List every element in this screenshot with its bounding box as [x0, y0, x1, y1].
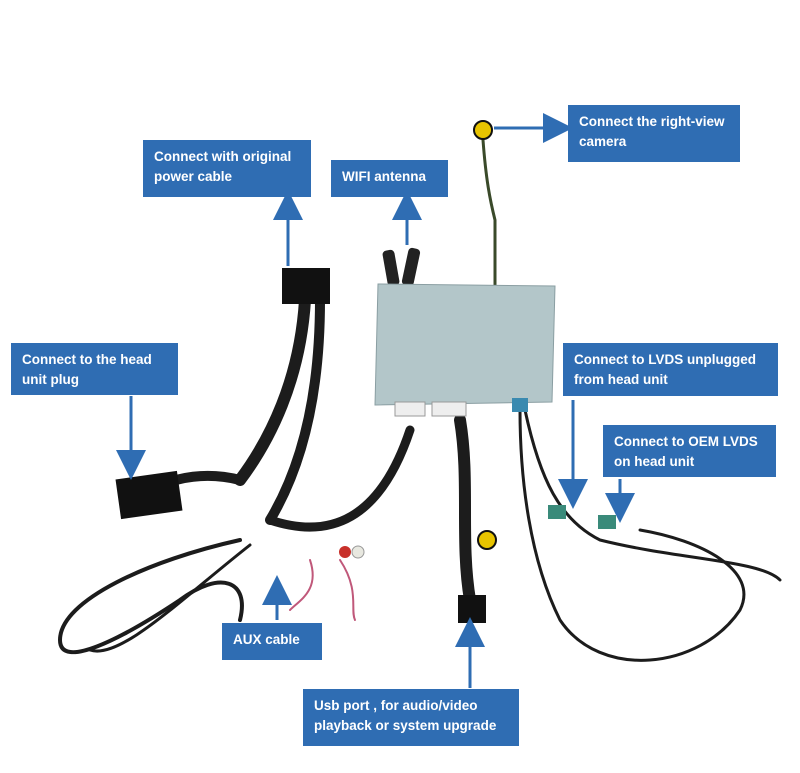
audio-rca-red [339, 546, 351, 558]
lvds-connector-1 [548, 505, 566, 519]
label-right-view-camera: Connect the right-view camera [568, 105, 740, 162]
label-wifi-antenna: WIFI antenna [331, 160, 448, 197]
power-connector [282, 268, 330, 304]
interface-module [374, 283, 556, 417]
usb-connector [458, 595, 486, 623]
label-lvds-unplugged: Connect to LVDS unplugged from head unit [563, 343, 778, 396]
label-oem-lvds: Connect to OEM LVDS on head unit [603, 425, 776, 477]
callout-arrows [116, 113, 635, 688]
cables [57, 138, 782, 662]
label-aux-cable: AUX cable [222, 623, 322, 660]
label-power-cable: Connect with original power cable [143, 140, 311, 197]
wifi-antenna-left [382, 249, 400, 287]
lvds-connector-2 [598, 515, 616, 529]
label-head-unit-plug: Connect to the head unit plug [11, 343, 178, 395]
audio-rca-white [351, 545, 365, 559]
wifi-antenna-right [401, 247, 421, 287]
video-rca-connector [477, 530, 497, 550]
camera-rca-connector [473, 120, 493, 140]
head-unit-plug [115, 470, 183, 520]
label-usb-port: Usb port , for audio/video playback or s… [303, 689, 519, 746]
